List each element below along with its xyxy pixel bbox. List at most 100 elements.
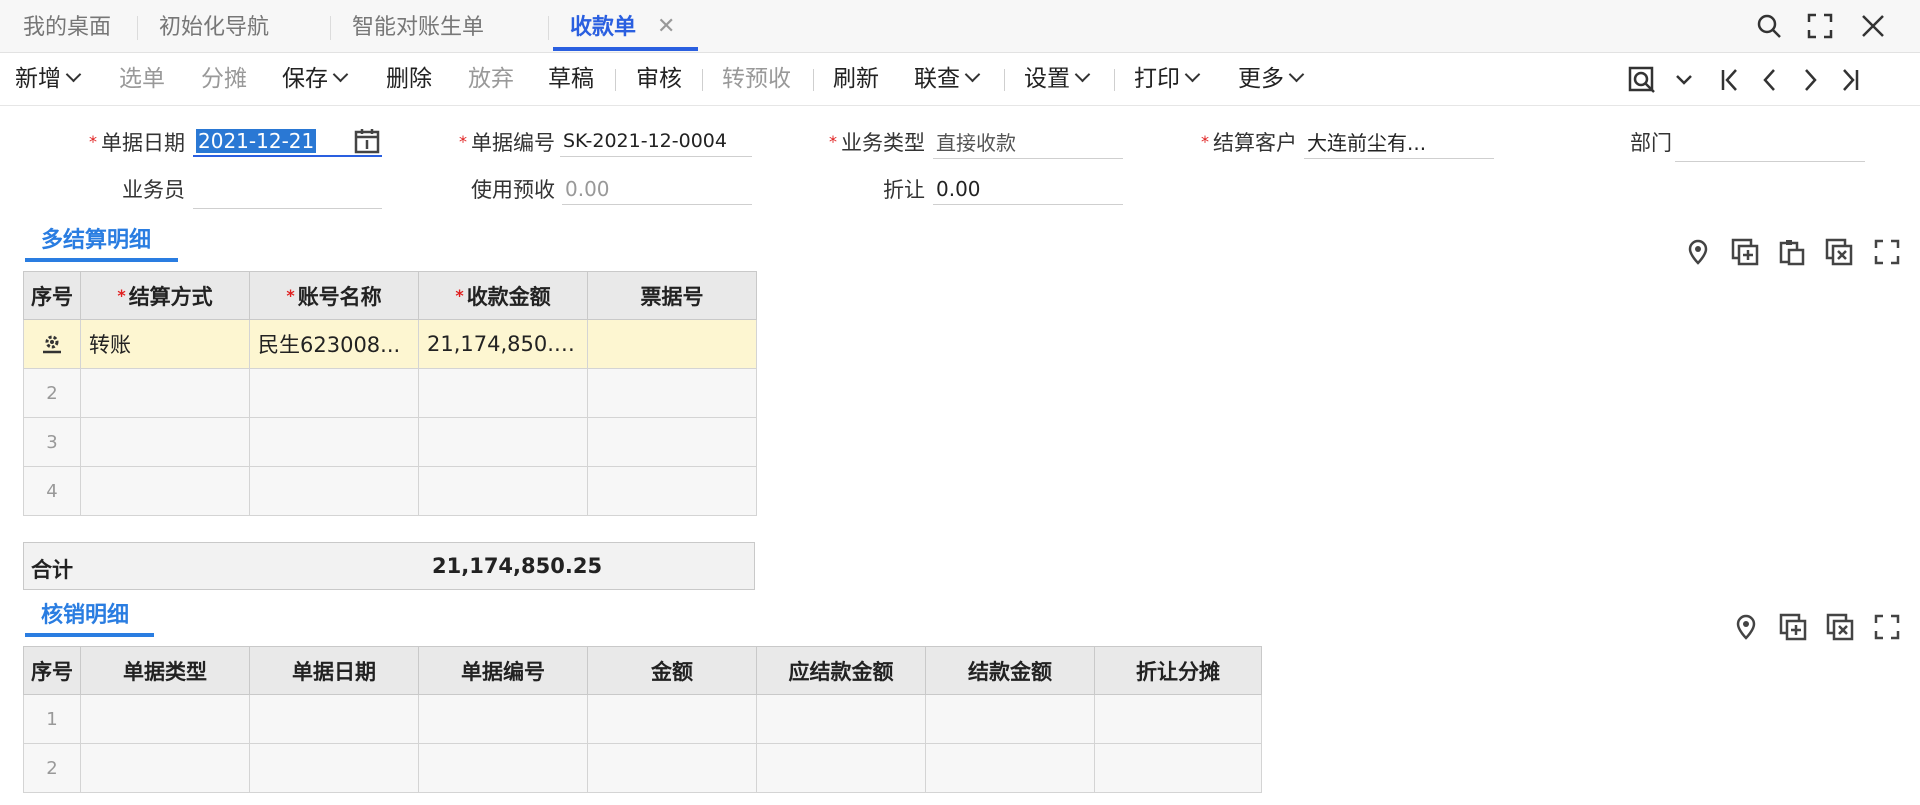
biz-type-field[interactable]: 直接收款 — [933, 127, 1123, 159]
audit-button[interactable]: 审核 — [636, 66, 682, 92]
table-cell[interactable] — [756, 743, 926, 793]
refresh-button[interactable]: 刷新 — [833, 66, 879, 92]
account-cell[interactable] — [249, 368, 419, 418]
print-button[interactable]: 打印 — [1134, 53, 1201, 105]
dept-field[interactable] — [1675, 130, 1865, 162]
table-cell[interactable] — [925, 743, 1095, 793]
prepay-button[interactable]: 转预收 — [722, 66, 791, 92]
expand-icon[interactable] — [1873, 613, 1901, 641]
tab-smart-reconcile[interactable]: 智能对账生单 — [329, 0, 484, 52]
customer-field[interactable]: 大连前尘有... — [1304, 127, 1494, 159]
account-cell[interactable]: 民生623008... — [249, 319, 419, 369]
table-cell[interactable] — [249, 743, 419, 793]
table-row[interactable]: 2 — [23, 743, 1262, 793]
column-header[interactable]: 序号 — [23, 646, 81, 695]
table-cell[interactable] — [587, 743, 757, 793]
column-header[interactable]: 单据类型 — [80, 646, 250, 695]
table-cell[interactable] — [925, 694, 1095, 744]
next-record-icon[interactable] — [1796, 66, 1824, 94]
bill-no-cell[interactable] — [587, 466, 757, 516]
table-cell[interactable] — [418, 743, 588, 793]
column-header[interactable]: 单据编号 — [418, 646, 588, 695]
table-cell[interactable] — [418, 694, 588, 744]
settlement-section-title[interactable]: 多结算明细 — [41, 228, 152, 253]
column-header[interactable]: 票据号 — [587, 271, 757, 320]
code-field[interactable]: SK-2021-12-0004 — [560, 125, 752, 157]
first-record-icon[interactable] — [1716, 66, 1744, 94]
fullscreen-icon[interactable] — [1806, 12, 1834, 40]
column-header[interactable]: 序号 — [23, 271, 81, 320]
prepay-field[interactable]: 0.00 — [562, 173, 752, 205]
discount-field[interactable]: 0.00 — [933, 173, 1123, 205]
row-settings-cell[interactable] — [23, 319, 81, 369]
prev-record-icon[interactable] — [1756, 66, 1784, 94]
table-cell[interactable] — [80, 743, 250, 793]
amount-cell[interactable] — [418, 417, 588, 467]
chevron-down-icon[interactable] — [1670, 66, 1698, 94]
delete-row-icon[interactable] — [1826, 613, 1854, 641]
close-tab-icon[interactable]: ✕ — [657, 14, 676, 39]
delete-button[interactable]: 删除 — [386, 66, 432, 92]
column-header[interactable]: 应结款金额 — [756, 646, 926, 695]
method-cell[interactable] — [80, 368, 250, 418]
method-cell[interactable]: 转账 — [80, 319, 250, 369]
add-row-icon[interactable] — [1731, 238, 1759, 266]
gear-icon[interactable] — [40, 332, 64, 356]
paste-row-icon[interactable] — [1778, 238, 1806, 266]
column-header[interactable]: 单据日期 — [249, 646, 419, 695]
account-cell[interactable] — [249, 417, 419, 467]
more-button[interactable]: 更多 — [1238, 53, 1305, 105]
column-header[interactable]: 折让分摊 — [1094, 646, 1262, 695]
table-cell[interactable] — [80, 694, 250, 744]
column-header[interactable]: 金额 — [587, 646, 757, 695]
amount-cell[interactable] — [418, 466, 588, 516]
bill-no-cell[interactable] — [587, 417, 757, 467]
table-cell[interactable] — [1094, 743, 1262, 793]
method-cell[interactable] — [80, 417, 250, 467]
tab-init-nav[interactable]: 初始化导航 — [136, 0, 269, 52]
table-cell[interactable] — [249, 694, 419, 744]
table-cell[interactable] — [587, 694, 757, 744]
amount-cell[interactable]: 21,174,850.25 — [418, 319, 588, 369]
method-cell[interactable] — [80, 466, 250, 516]
last-record-icon[interactable] — [1836, 66, 1864, 94]
table-cell[interactable] — [756, 694, 926, 744]
draft-button[interactable]: 草稿 — [548, 66, 594, 92]
table-row[interactable]: 3 — [23, 417, 757, 467]
column-header[interactable]: *收款金额 — [418, 271, 588, 320]
account-cell[interactable] — [249, 466, 419, 516]
bill-no-cell[interactable] — [587, 319, 757, 369]
link-query-button[interactable]: 联查 — [914, 53, 981, 105]
tab-receipt[interactable]: 收款单 — [547, 0, 636, 52]
tab-my-desktop[interactable]: 我的桌面 — [23, 15, 112, 40]
bill-no-cell[interactable] — [587, 368, 757, 418]
amount-cell[interactable] — [418, 368, 588, 418]
column-header[interactable]: *结算方式 — [80, 271, 250, 320]
locate-icon[interactable] — [1732, 613, 1760, 641]
split-button[interactable]: 分摊 — [201, 66, 247, 92]
delete-row-icon[interactable] — [1825, 238, 1853, 266]
close-window-icon[interactable] — [1859, 12, 1887, 40]
print-label: 打印 — [1134, 66, 1180, 92]
table-row[interactable]: 1 — [23, 694, 1262, 744]
table-cell[interactable] — [1094, 694, 1262, 744]
add-button[interactable]: 新增 — [15, 53, 82, 105]
search-icon[interactable] — [1755, 12, 1783, 40]
locate-icon[interactable] — [1684, 238, 1712, 266]
add-row-icon[interactable] — [1779, 613, 1807, 641]
table-row[interactable]: 2 — [23, 368, 757, 418]
calendar-icon[interactable] — [354, 128, 380, 154]
expand-icon[interactable] — [1873, 238, 1901, 266]
date-field[interactable]: 2021-12-21 — [193, 125, 382, 157]
writeoff-section-title[interactable]: 核销明细 — [41, 603, 130, 628]
preview-icon[interactable] — [1628, 66, 1656, 94]
abandon-button[interactable]: 放弃 — [468, 66, 514, 92]
table-row[interactable]: 4 — [23, 466, 757, 516]
settings-button[interactable]: 设置 — [1024, 53, 1091, 105]
select-button[interactable]: 选单 — [119, 66, 165, 92]
staff-field[interactable] — [193, 177, 382, 209]
column-header[interactable]: *账号名称 — [249, 271, 419, 320]
table-row[interactable]: 转账 民生623008... 21,174,850.25 — [23, 319, 757, 369]
column-header[interactable]: 结款金额 — [925, 646, 1095, 695]
save-button[interactable]: 保存 — [282, 53, 349, 105]
